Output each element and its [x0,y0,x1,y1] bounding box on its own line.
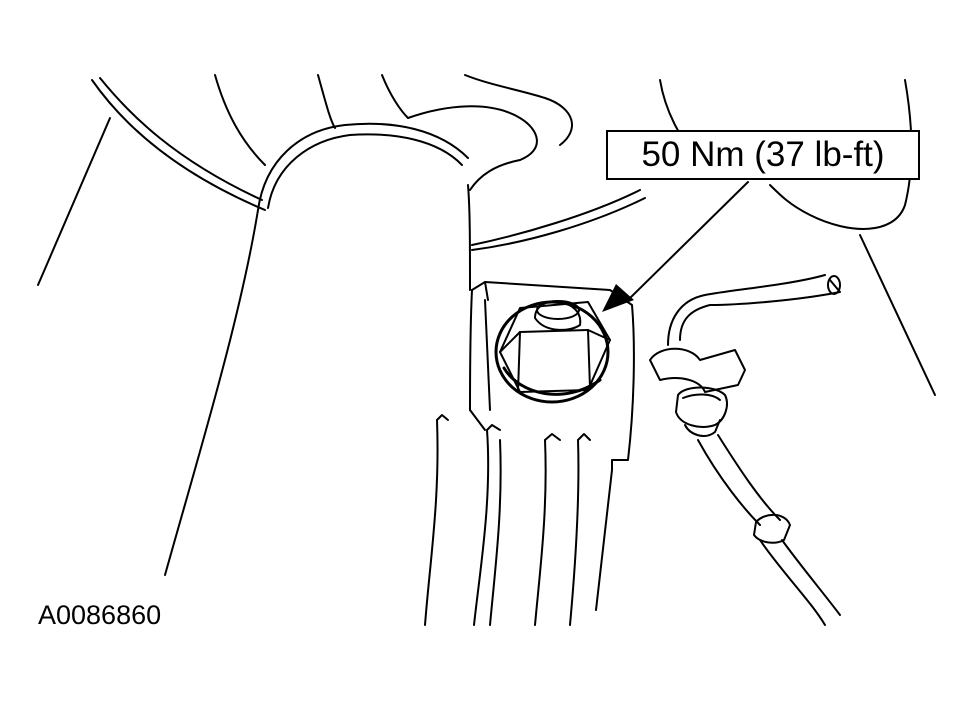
sensor-cable-right [717,434,781,521]
left-diagonal-line [37,117,111,286]
sensor-cable-lower-left [759,539,826,626]
sensor-cable-sleeve [753,513,791,544]
nut-hex-face-5 [587,329,611,341]
bracket-inner-left [484,299,491,411]
right-diagonal-line [859,234,936,396]
upper-left-arc [91,79,266,211]
sensor-grommet [675,386,728,428]
bracket-rib-1b [436,414,449,421]
sensor-wire-end [827,275,841,295]
sensor-clip [649,347,746,393]
bracket-rib-1 [424,419,439,626]
bracket-rib-4 [534,439,547,626]
tube-left-edge [164,209,259,576]
bolt-stud-top [536,300,580,320]
nut-hex-face-4 [499,331,521,353]
figure-id-label: A0086860 [38,600,162,630]
wheel-speed-sensor [649,347,746,437]
bracket-lower-left [469,409,486,431]
upper-lower-curve [471,189,641,246]
bracket-rib-4b [544,433,561,441]
sensor-lower-body [684,419,721,437]
upper-left-arc-inner [99,77,263,201]
upper-housing-mid [317,74,336,129]
bracket-left-edge [469,289,473,411]
flange-nut [494,300,611,404]
tube-top-cap-inner [267,133,463,209]
nut-bottom-curve [502,366,602,396]
sensor-wire-top-2 [667,274,826,346]
tube-right-edge [467,184,471,291]
upper-housing-left [214,74,266,166]
nut-hex [499,301,611,393]
bracket-rib-5b [577,433,591,441]
nut-hex-face-3 [587,329,591,389]
sensor-cable-lower-right [781,539,841,616]
bracket-rib-2b [486,424,501,431]
bracket-rib-2 [473,429,490,626]
bracket-outline [471,281,635,611]
upper-housing-bridge [469,159,521,191]
upper-housing-curve [407,105,538,161]
upper-housing-right [381,74,409,119]
sensor-cable-left [697,439,761,526]
nut-hex-face-1 [519,329,589,333]
bracket-rib-3 [489,439,502,626]
callout-leader-line [627,181,749,301]
sensor-wire-top [679,279,841,341]
callout-arrow-head [602,284,634,312]
torque-spec-callout: 50 Nm (37 lb-ft) [606,130,920,180]
tube-top-cap [257,122,469,211]
torque-spec-text: 50 Nm (37 lb-ft) [641,135,885,174]
bracket-top-edge [484,281,489,301]
bracket-rib-5 [569,439,580,626]
upper-lower-curve-2 [471,197,646,251]
sensor-grommet-ring [682,393,721,401]
upper-housing-curve-2 [464,74,573,146]
